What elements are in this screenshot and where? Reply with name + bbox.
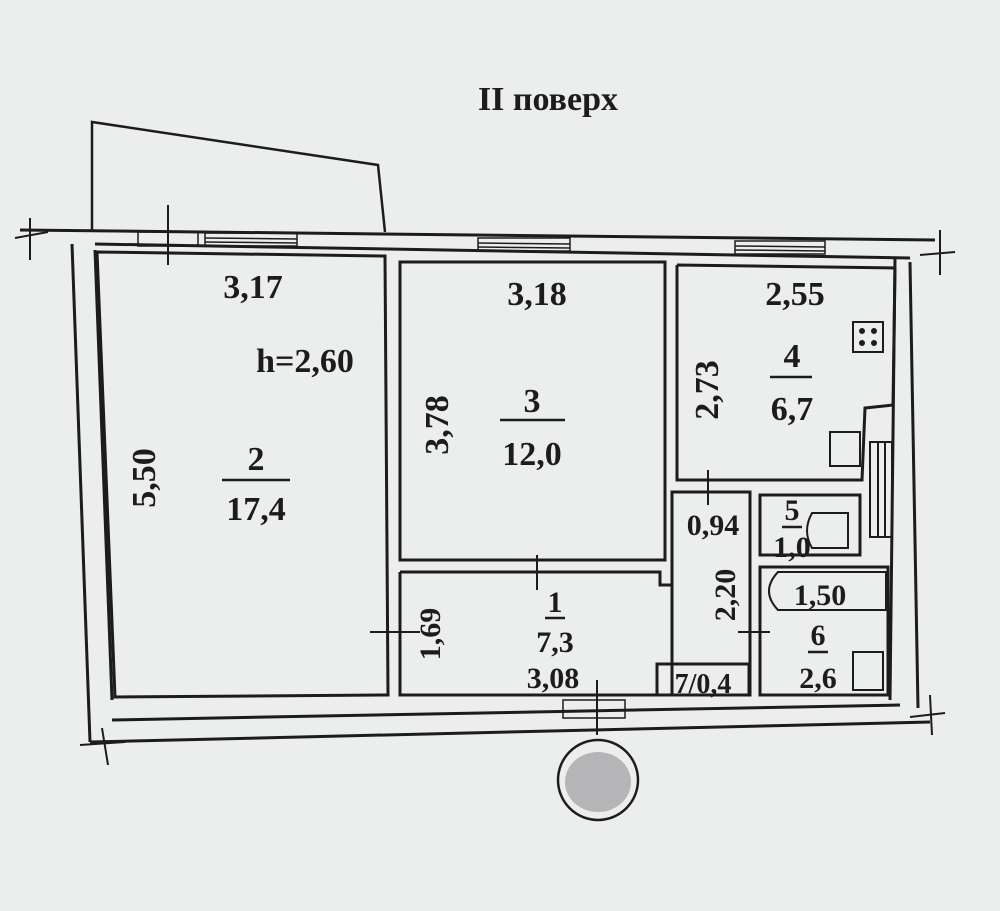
- labels: 3,17 h=2,60 5,50 2 17,4 3,18 3,78 3 12,0…: [126, 269, 846, 700]
- room1-area: 7,3: [536, 626, 574, 659]
- entrance-marker: [556, 738, 640, 822]
- room-3: [398, 260, 667, 562]
- dim-room2-width: 3,17: [223, 269, 283, 306]
- balcony-outline: [90, 120, 387, 233]
- entrance-marker-fill: [565, 752, 631, 812]
- room-walls: [95, 250, 897, 699]
- dim-bath-length: 1,50: [794, 579, 847, 612]
- sink-icon: [829, 431, 861, 467]
- room-2: [95, 250, 390, 699]
- room5-area: 1,0: [773, 531, 811, 564]
- dim-room1-length: 1,69: [414, 608, 447, 661]
- dim-room2-length: 5,50: [126, 448, 163, 508]
- room4-number: 4: [784, 338, 801, 375]
- room-5: [758, 493, 862, 557]
- room6-number: 6: [811, 619, 826, 652]
- dim-corridor-width: 0,94: [687, 509, 740, 542]
- dimension-ticks: [14, 205, 956, 766]
- radiator-icon: [869, 441, 893, 538]
- room2-number: 2: [248, 441, 265, 478]
- room-4: [675, 263, 897, 482]
- room1-number: 1: [548, 586, 563, 619]
- fixtures: [768, 321, 893, 691]
- dim-room4-width: 2,55: [765, 276, 825, 313]
- room-7: [655, 662, 751, 697]
- room3-number: 3: [524, 383, 541, 420]
- room5-number: 5: [785, 494, 800, 527]
- room6-area: 2,6: [799, 662, 837, 695]
- room3-area: 12,0: [502, 436, 562, 473]
- floor-title: II поверх: [478, 81, 618, 118]
- dim-room3-length: 3,78: [419, 395, 456, 455]
- dim-room1-width: 3,08: [527, 662, 580, 695]
- ceiling-height: h=2,60: [256, 343, 354, 380]
- dim-corridor-length: 2,20: [709, 569, 742, 622]
- room7-label: 7/0,4: [675, 669, 732, 700]
- windows: [137, 231, 826, 719]
- washbasin-icon: [806, 512, 849, 549]
- dim-room4-length: 2,73: [689, 360, 726, 420]
- stove-icon: [852, 321, 884, 353]
- room4-area: 6,7: [771, 391, 814, 428]
- dim-room3-width: 3,18: [507, 276, 567, 313]
- toilet-icon: [852, 651, 884, 691]
- bathtub-icon: [768, 571, 887, 611]
- room2-area: 17,4: [226, 491, 286, 528]
